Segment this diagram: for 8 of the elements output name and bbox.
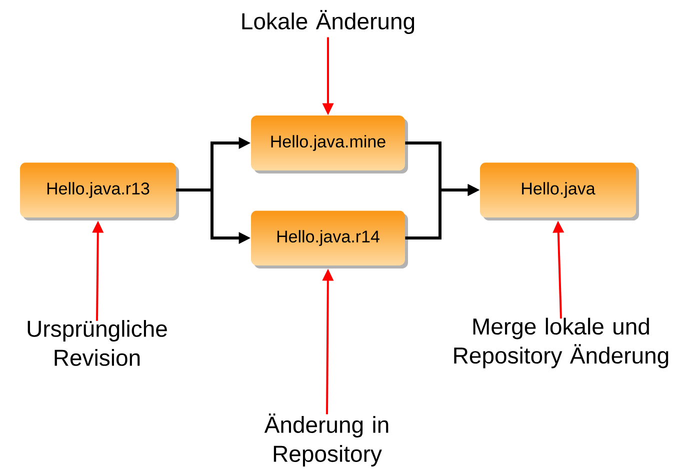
file-box: Hello.java — [480, 162, 639, 220]
annotation-text: Änderung in Repository — [264, 413, 388, 466]
annotation-text: Ursprüngliche Revision — [28, 320, 167, 366]
file-box: Hello.java.r13 — [20, 162, 179, 220]
annotation-text: Lokale Änderung — [242, 10, 414, 34]
annotation-text: Merge lokale und Repository Änderung — [454, 318, 668, 368]
file-box: Hello.java.r14 — [251, 210, 408, 268]
file-box: Hello.java.mine — [251, 116, 408, 174]
